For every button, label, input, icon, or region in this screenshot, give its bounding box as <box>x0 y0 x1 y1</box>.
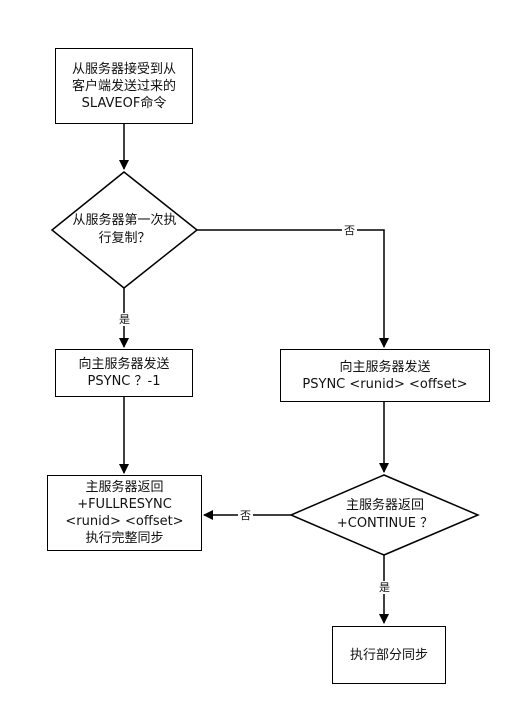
partial-psync-box: 向主服务器发送 PSYNC <runid> <offset> <box>280 349 490 402</box>
decision-first-line-1: 从服务器第一次执 <box>72 213 177 228</box>
full-resync-line-2: +FULLRESYNC <box>77 497 172 512</box>
partial-psync-line-1: 向主服务器发送 <box>339 359 431 375</box>
decision-continue-line-1: 主服务器返回 <box>345 498 424 513</box>
full-resync-line-3: <runid> <offset> <box>65 514 184 529</box>
decision-continue-line-2: +CONTINUE ？ <box>336 516 434 531</box>
full-resync-line-4: 执行完整同步 <box>85 531 164 546</box>
label-no-first: 否 <box>342 224 357 237</box>
start-box-line-2: 客户端发送过来的 <box>71 78 176 94</box>
partial-psync-line-2: PSYNC <runid> <offset> <box>302 376 468 392</box>
decision-first-text: 从服务器第一次执 行复制？ <box>52 208 197 252</box>
partial-sync-box: 执行部分同步 <box>332 626 446 684</box>
start-box-line-3: SLAVEOF命令 <box>81 95 167 111</box>
full-psync-line-2: PSYNC ？-1 <box>87 374 161 389</box>
arrow-no-branch <box>197 229 389 348</box>
full-resync-box: 主服务器返回 +FULLRESYNC <runid> <offset> 执行完整… <box>47 475 202 551</box>
label-yes-continue: 是 <box>377 581 392 594</box>
label-no-continue: 否 <box>238 509 253 522</box>
start-box-line-1: 从服务器接受到从 <box>71 61 176 77</box>
decision-first-line-2: 行复制？ <box>98 231 151 246</box>
partial-sync-line-1: 执行部分同步 <box>349 647 428 663</box>
decision-continue-text: 主服务器返回 +CONTINUE ？ <box>300 495 470 535</box>
full-resync-line-1: 主服务器返回 <box>85 480 164 495</box>
label-yes-first: 是 <box>117 313 132 326</box>
start-box: 从服务器接受到从 客户端发送过来的 SLAVEOF命令 <box>55 48 193 124</box>
full-psync-line-1: 向主服务器发送 <box>78 357 170 372</box>
full-psync-box: 向主服务器发送 PSYNC ？-1 <box>55 349 193 397</box>
